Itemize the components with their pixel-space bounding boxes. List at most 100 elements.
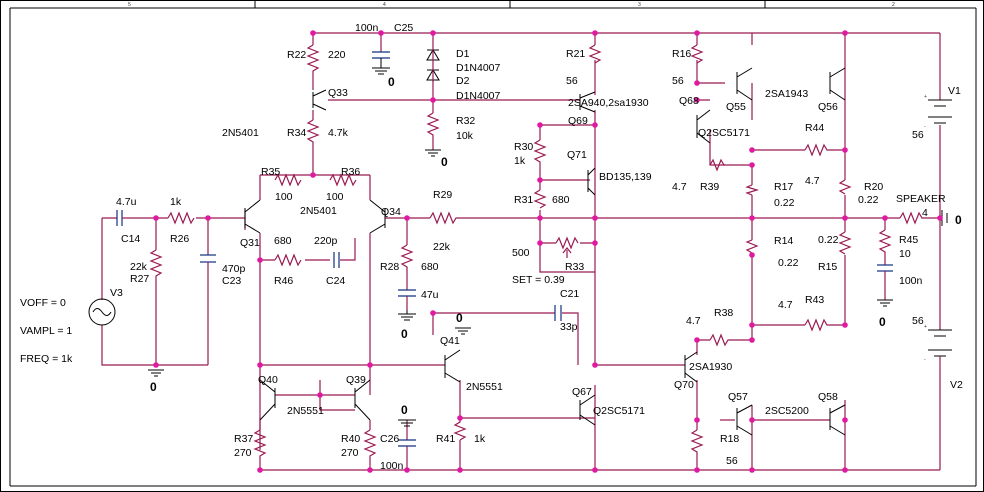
diode-d1[interactable]	[426, 48, 440, 62]
capacitor-c24[interactable]	[333, 252, 340, 268]
transistor-q70[interactable]	[684, 351, 698, 383]
label-r30-value: 1k	[514, 155, 526, 167]
resistor-r15[interactable]	[838, 231, 852, 255]
resistor-r29[interactable]	[429, 211, 462, 225]
transistor-q31[interactable]	[244, 199, 261, 234]
ground-icon	[425, 149, 441, 157]
resistor-r38[interactable]	[709, 333, 735, 347]
label-q33: Q33	[328, 87, 348, 99]
resistor-r32[interactable]	[426, 112, 440, 138]
resistor-r35[interactable]	[274, 173, 302, 187]
resistor-r17[interactable]	[745, 184, 760, 196]
dc-source-v2[interactable]: + -	[924, 324, 952, 365]
label-q40: Q40	[258, 374, 278, 386]
capacitor-c14[interactable]	[116, 210, 128, 226]
label-r37-value: 270	[234, 447, 252, 459]
resistor-r37[interactable]	[253, 429, 267, 460]
transistor-q58[interactable]	[829, 404, 846, 436]
resistor-r45-speaker[interactable]	[899, 211, 925, 225]
dc-source-v1[interactable]: + -	[924, 94, 952, 130]
ground-net-labels: 0 0 0 0 0 0 0 0	[150, 75, 962, 417]
resistor-r20[interactable]	[838, 179, 852, 195]
label-r34-value: 4.7k	[328, 127, 349, 139]
resistor-r31[interactable]	[533, 189, 547, 209]
resistor-r40[interactable]	[363, 429, 377, 460]
capacitor-c25[interactable]	[372, 51, 390, 59]
label-r40-value: 270	[341, 447, 359, 459]
resistor-r21[interactable]	[588, 44, 602, 64]
transistor-q56[interactable]	[829, 67, 846, 101]
capacitor-c-speaker[interactable]	[877, 264, 893, 285]
label-r44-value: 4.7	[805, 175, 820, 187]
resistor-r26[interactable]	[167, 211, 195, 225]
transistor-q68[interactable]	[696, 109, 711, 144]
transistor-q67[interactable]	[579, 394, 596, 426]
label-q69-value: 2SA940,2sa1930	[568, 97, 649, 109]
label-r41-value: 1k	[474, 433, 486, 445]
resistor-r43[interactable]	[804, 318, 830, 332]
label-r46-value: 680	[274, 235, 292, 247]
resistor-r16[interactable]	[690, 44, 704, 64]
label-q34-value: 2N5401	[300, 205, 337, 217]
zone-4: 4	[383, 2, 386, 8]
transistor-q71[interactable]	[587, 167, 596, 196]
label-r32-value: 10k	[456, 130, 474, 142]
transistor-q34[interactable]	[369, 199, 386, 234]
resistor-r34[interactable]	[306, 119, 320, 145]
ground-label: 0	[150, 380, 157, 394]
ground-label: 0	[955, 213, 962, 227]
v1-minus: -	[924, 124, 926, 130]
label-q57-value: 2SC5200	[765, 405, 809, 417]
label-r38-value: 4.7	[686, 315, 701, 327]
resistor-r33[interactable]	[555, 236, 579, 250]
label-r36: R36	[341, 166, 360, 178]
transistor-q40[interactable]	[259, 379, 276, 421]
r33-wiper	[562, 247, 572, 258]
ac-source-v3[interactable]	[88, 298, 116, 326]
transistor-q69[interactable]	[579, 91, 596, 113]
label-q71: Q71	[567, 149, 587, 161]
resistor-r45[interactable]	[878, 229, 892, 255]
label-r18: R18	[720, 433, 739, 445]
capacitor-c23[interactable]	[200, 254, 216, 275]
capacitor-c21[interactable]	[554, 305, 562, 321]
transistor-q39[interactable]	[354, 379, 371, 421]
label-v3: V3	[110, 287, 123, 299]
ground-icon	[398, 419, 416, 427]
resistor-r30[interactable]	[533, 139, 547, 165]
label-q67-value: Q2SC5171	[593, 405, 645, 417]
resistor-r36[interactable]	[329, 173, 357, 187]
label-r17: R17	[774, 181, 793, 193]
resistor-r28[interactable]	[400, 244, 414, 270]
zone-3: 3	[638, 2, 641, 8]
label-r41: R41	[436, 433, 455, 445]
label-r32: R32	[456, 115, 475, 127]
capacitor-c26[interactable]	[398, 439, 416, 460]
resistor-r14[interactable]	[745, 239, 759, 254]
label-q68-value: Q2SC5171	[698, 127, 750, 139]
label-r37: R37	[234, 433, 253, 445]
label-r28: R28	[380, 261, 399, 273]
resistor-r18[interactable]	[690, 429, 704, 455]
label-r18-value: 56	[726, 455, 738, 467]
resistor-r39[interactable]	[709, 158, 740, 172]
transistor-q41[interactable]	[444, 349, 461, 383]
label-r39: R39	[700, 181, 719, 193]
label-c26-value: 100n	[380, 460, 404, 472]
label-v1-value: 56	[912, 129, 924, 141]
label-r28-value: 680	[421, 261, 439, 273]
transistor-q57[interactable]	[736, 404, 753, 436]
label-c23-value: 470p	[222, 263, 246, 275]
resistor-r44[interactable]	[804, 143, 830, 157]
diode-d2[interactable]	[426, 62, 440, 82]
label-q57: Q57	[728, 391, 748, 403]
label-r36-value: 100	[326, 191, 344, 203]
capacitor-c28[interactable]	[398, 289, 416, 300]
transistor-q33[interactable]	[312, 89, 327, 111]
resistor-r27[interactable]	[149, 249, 163, 285]
resistor-r41[interactable]	[453, 418, 467, 441]
resistor-r22[interactable]	[306, 44, 320, 72]
resistor-r46[interactable]	[274, 253, 302, 267]
transistor-q55[interactable]	[736, 67, 753, 101]
v2-plus: +	[924, 324, 927, 330]
